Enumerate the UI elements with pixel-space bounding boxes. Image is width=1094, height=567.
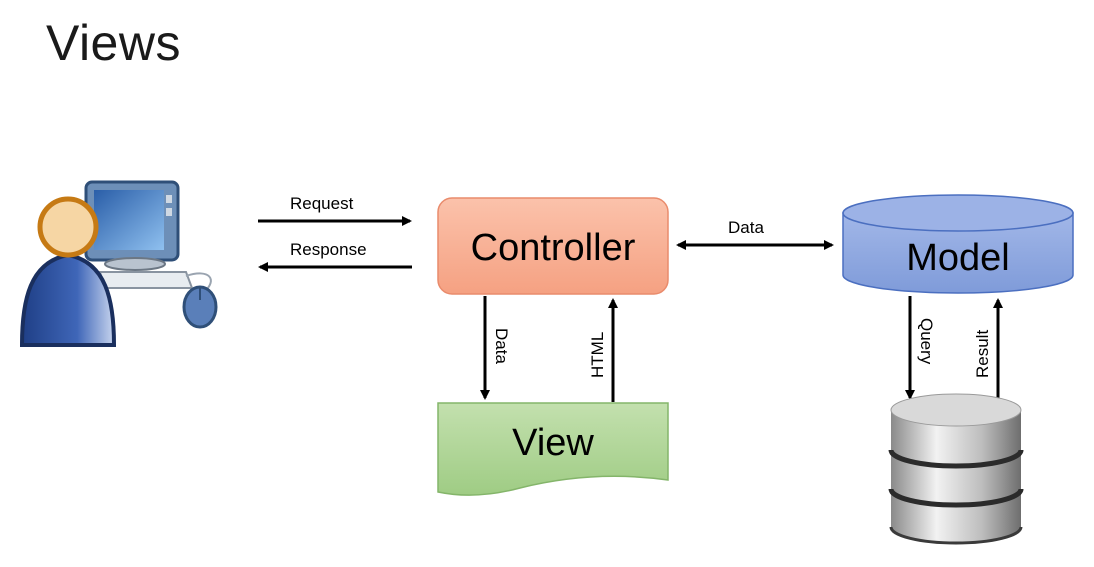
model-db-label: Query (917, 318, 936, 365)
controller-label: Controller (471, 227, 636, 269)
page-title: Views (46, 15, 181, 71)
model-node: Model (842, 194, 1074, 294)
view-controller-label: HTML (588, 332, 607, 378)
request-label: Request (290, 194, 354, 213)
controller-node: Controller (437, 197, 669, 295)
controller-model-label: Data (728, 218, 764, 237)
controller-box (437, 197, 669, 295)
model-label: Model (906, 237, 1010, 279)
user-computer-icon (19, 180, 218, 347)
view-node: View (437, 402, 669, 496)
controller-view-label: Data (492, 328, 511, 364)
view-label: View (512, 422, 594, 464)
response-label: Response (290, 240, 367, 259)
database-icon (888, 393, 1024, 545)
db-model-label: Result (973, 330, 992, 378)
